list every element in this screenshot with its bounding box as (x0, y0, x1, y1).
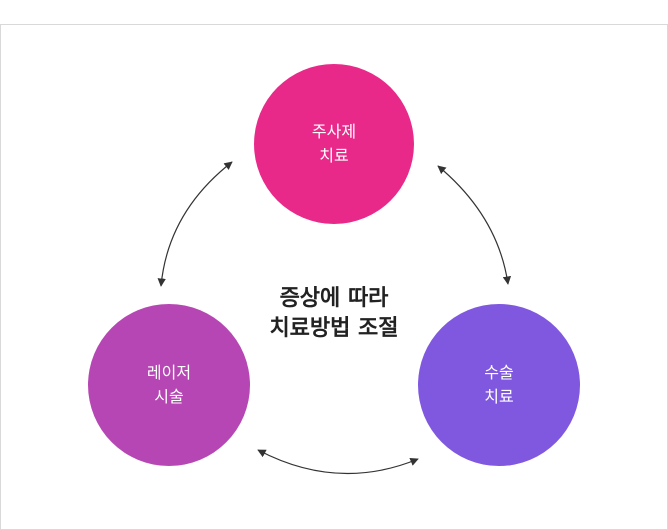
node-label-line1: 레이저 (146, 363, 192, 382)
node-label-line2: 치료 (319, 146, 349, 165)
node-laser-procedure: 레이저 시술 (88, 304, 250, 466)
arrow-bottom (257, 449, 419, 475)
node-surgery-therapy: 수술 치료 (418, 304, 580, 466)
center-caption: 증상에 따라 치료방법 조절 (234, 284, 434, 344)
center-caption-line1: 증상에 따라 (279, 286, 389, 311)
node-label-line1: 수술 (484, 363, 514, 382)
node-label-line2: 시술 (154, 387, 184, 406)
center-caption-line2: 치료방법 조절 (269, 316, 399, 341)
node-injection-therapy: 주사제 치료 (254, 64, 414, 224)
arrow-top-right (437, 165, 512, 285)
arrow-top-left (157, 161, 233, 287)
node-label-line1: 주사제 (311, 122, 357, 141)
node-label-line2: 치료 (484, 387, 514, 406)
